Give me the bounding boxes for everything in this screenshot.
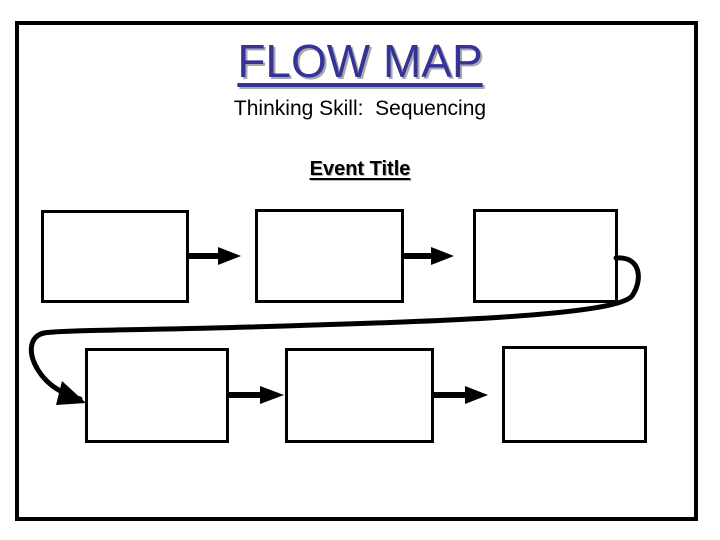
flow-box-3[interactable]: [473, 209, 618, 303]
event-title-heading: Event Title: [309, 158, 411, 180]
thinking-skill-subtitle: Thinking Skill: Sequencing: [233, 97, 487, 120]
flow-box-5[interactable]: [285, 348, 434, 443]
flow-box-1[interactable]: [41, 210, 189, 303]
flow-box-6[interactable]: [502, 346, 647, 443]
subtitle-container: Thinking Skill: Sequencing: [0, 96, 720, 122]
flow-box-2[interactable]: [255, 209, 404, 303]
flow-box-4[interactable]: [85, 348, 229, 443]
event-title-container: Event Title: [0, 156, 720, 182]
